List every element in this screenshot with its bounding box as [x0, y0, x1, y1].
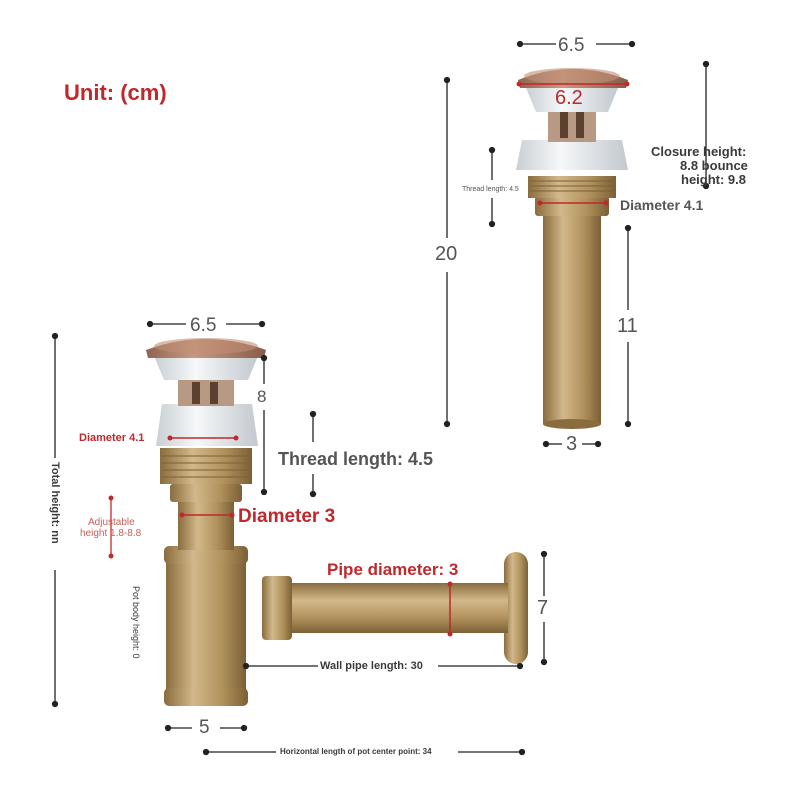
- top-cap-inner-diameter-label: 6.2: [555, 87, 583, 109]
- wall-pipe: [286, 583, 508, 633]
- pot-body-height-label: Pot body height: 0: [131, 586, 141, 659]
- top-thread-length-label: Thread length: 4.5: [462, 186, 519, 193]
- bottle-body: [166, 548, 246, 704]
- top-lock-nut: [535, 196, 609, 216]
- closure-height-label: Closure height:: [651, 144, 747, 159]
- top-diameter-label: Diameter 4.1: [620, 197, 704, 213]
- total-height-label: Total height: nn: [49, 462, 61, 544]
- top-tail-end: [543, 419, 601, 429]
- top-porcelain-body: [516, 140, 628, 170]
- main-porcelain-ring: [154, 356, 258, 380]
- adjustable-height-label-2: height 1.8-8.8: [80, 528, 142, 539]
- top-tail-diameter-label: 3: [566, 433, 578, 455]
- top-dimension-lines: [443, 40, 710, 448]
- wall-pipe-length-label: Wall pipe length: 30: [320, 660, 423, 672]
- main-bottle-trap: [108, 338, 528, 706]
- adjustable-height-label-1: Adjustable: [88, 517, 135, 528]
- wall-flange: [504, 552, 528, 664]
- bottle-top-ring: [164, 546, 248, 564]
- main-diameter-pipe-label: Diameter 3: [238, 506, 336, 527]
- pot-width-label: 5: [199, 717, 210, 738]
- top-drain-detail: [516, 68, 630, 429]
- main-diameter-top-label: Diameter 4.1: [79, 432, 145, 444]
- top-thread: [528, 176, 616, 198]
- closure-value-label: 8.8 bounce: [680, 158, 748, 173]
- bounce-height-label: height: 9.8: [681, 172, 747, 187]
- unit-label: Unit: (cm): [64, 80, 167, 105]
- flange-height-label: 7: [537, 597, 549, 619]
- top-porcelain-ring: [526, 88, 618, 112]
- main-tail-pipe: [178, 500, 234, 550]
- top-tail-length-label: 11: [617, 315, 638, 337]
- main-dimension-lines: [51, 320, 548, 756]
- top-total-height-label: 20: [435, 243, 458, 265]
- pipe-diameter-label: Pipe diameter: 3: [327, 560, 459, 579]
- main-stem: [178, 376, 234, 406]
- horizontal-length-label: Horizontal length of pot center point: 3…: [280, 747, 432, 756]
- main-cap-height-label: 8: [257, 387, 267, 406]
- main-cap-width-label: 6.5: [190, 315, 217, 336]
- top-tail-pipe: [543, 212, 601, 424]
- main-thread-length-label: Thread length: 4.5: [278, 449, 434, 469]
- bottle-bottom-cap: [164, 688, 248, 706]
- outlet-collar: [262, 576, 292, 640]
- main-thread: [160, 448, 252, 484]
- main-porcelain-body: [156, 404, 258, 446]
- top-cap-width-label: 6.5: [558, 35, 585, 56]
- main-lock-nut: [170, 484, 242, 502]
